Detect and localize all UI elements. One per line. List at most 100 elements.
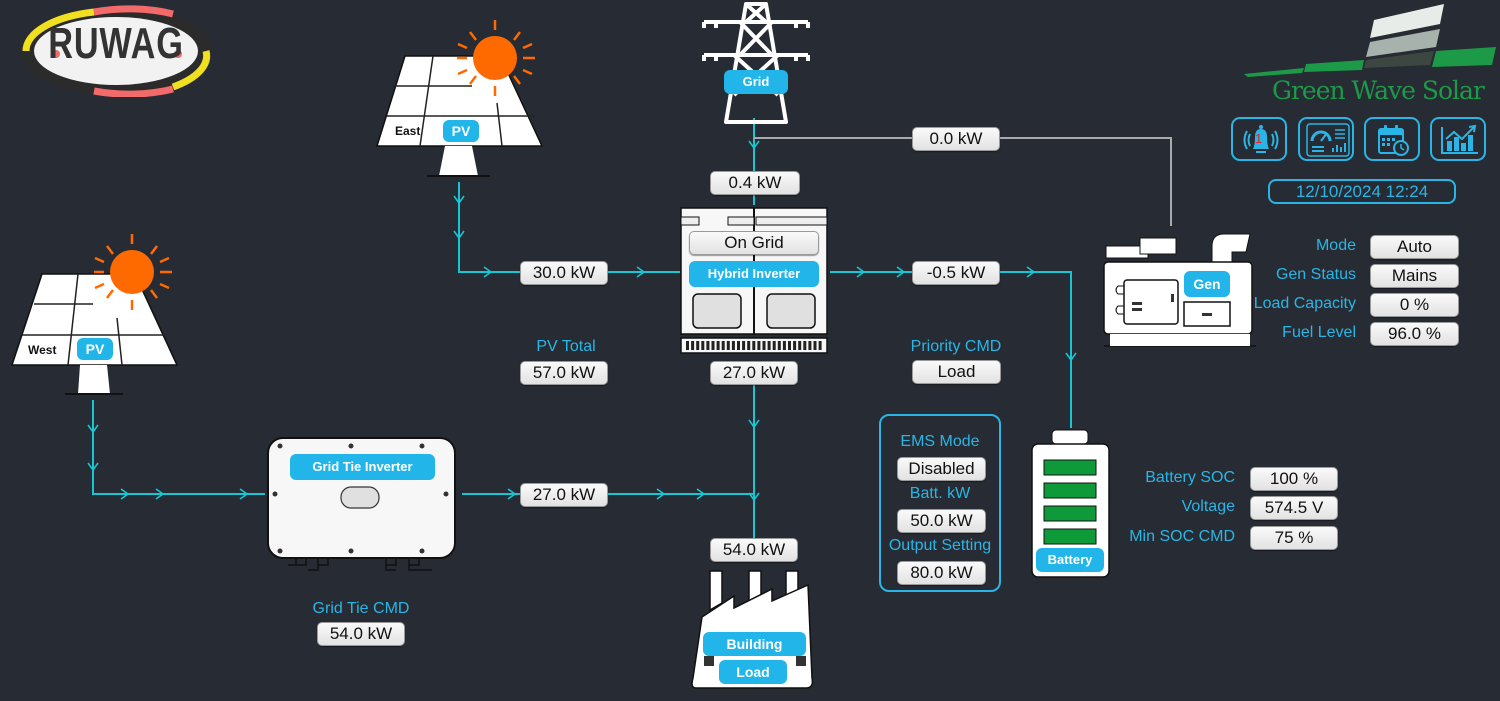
ems-batt-kw-value[interactable]: 50.0 kW xyxy=(897,509,986,533)
flow-arrow xyxy=(856,266,1077,362)
min-soc-cmd-label: Min SOC CMD xyxy=(1129,528,1235,545)
alarm-count: 1 xyxy=(1255,131,1263,146)
sun-icon xyxy=(94,234,172,310)
green-wave-solar-logo: Green Wave Solar xyxy=(1244,2,1496,106)
inverter-vent-slot xyxy=(757,341,761,350)
inverter-vent-slot xyxy=(711,341,715,350)
grid-tie-cmd-label: Grid Tie CMD xyxy=(312,600,410,617)
gen-status-value: Mains xyxy=(1370,264,1459,288)
schedule-button[interactable] xyxy=(1364,117,1420,161)
pv-east-flow-line xyxy=(458,182,680,273)
pv-west-flow-line xyxy=(92,400,265,495)
inverter-vent-slot xyxy=(813,341,817,350)
inverter-output-power-value: 27.0 kW xyxy=(710,361,798,385)
sun-icon xyxy=(457,20,535,96)
battery-voltage-value: 574.5 V xyxy=(1250,496,1338,520)
alarm-button[interactable]: 1 xyxy=(1231,117,1287,161)
grid-power-value: 0.4 kW xyxy=(710,171,800,195)
green-wave-solar-text: Green Wave Solar xyxy=(1272,76,1485,105)
pv-east-side-label: East xyxy=(395,124,421,138)
pv-total-label: PV Total xyxy=(536,338,596,355)
inverter-vent-slot xyxy=(726,341,730,350)
inverter-vent-slot xyxy=(762,341,766,350)
inverter-vent-slot xyxy=(798,341,802,350)
ems-mode-value[interactable]: Disabled xyxy=(897,457,986,481)
battery-tag: Battery xyxy=(1036,548,1104,572)
battery-soc-label: Battery SOC xyxy=(1145,469,1235,486)
ems-output-setting-value[interactable]: 80.0 kW xyxy=(897,561,986,585)
hybrid-inverter[interactable]: On Grid Hybrid Inverter xyxy=(680,207,828,355)
battery-flow-line xyxy=(830,271,1072,428)
battery-cell xyxy=(1043,505,1097,522)
inverter-vent-slot xyxy=(691,341,695,350)
alarm-bell-icon xyxy=(1243,125,1279,153)
gen-mode-label: Mode xyxy=(1315,237,1356,254)
battery[interactable]: Battery xyxy=(1030,428,1112,580)
pv-array-west[interactable]: West PV xyxy=(10,228,190,403)
trends-button[interactable] xyxy=(1430,117,1486,161)
inverter-status-value: On Grid xyxy=(689,231,819,255)
datetime-display: 12/10/2024 12:24 xyxy=(1268,179,1456,204)
grid-tower: Grid xyxy=(696,0,816,125)
flow-arrow xyxy=(87,424,249,500)
gen-status-label: Gen Status xyxy=(1275,266,1356,283)
flow-arrow xyxy=(748,419,760,502)
dashboard-gauge-icon xyxy=(1306,123,1350,157)
ems-panel: EMS Mode Disabled Batt. kW 50.0 kW Outpu… xyxy=(879,414,1001,592)
inverter-vent-slot xyxy=(752,341,756,350)
inverter-vent-slot xyxy=(793,341,797,350)
inverter-vent-slot xyxy=(788,341,791,350)
gen-mode-value[interactable]: Auto xyxy=(1370,235,1459,259)
battery-soc-value: 100 % xyxy=(1250,467,1338,491)
priority-cmd-value[interactable]: Load xyxy=(912,360,1001,384)
ems-batt-kw-label: Batt. kW xyxy=(909,485,971,502)
inverter-vent-slot xyxy=(706,341,710,350)
calendar-clock-icon xyxy=(1378,125,1409,156)
grid-tie-inverter[interactable]: Grid Tie Inverter xyxy=(266,436,458,576)
pv-west-side-label: West xyxy=(28,343,57,357)
inverter-vent-slot xyxy=(731,341,735,350)
min-soc-cmd-value[interactable]: 75 % xyxy=(1250,526,1338,550)
trend-chart-icon xyxy=(1441,124,1478,154)
building-load[interactable]: Building Load xyxy=(688,568,822,692)
inverter-vent-slot xyxy=(716,341,720,350)
inverter-vent-slot xyxy=(803,341,807,350)
grid-tie-power-value: 27.0 kW xyxy=(520,483,608,507)
hybrid-inverter-tag: Hybrid Inverter xyxy=(689,261,819,287)
gen-fuel-level-label: Fuel Level xyxy=(1282,324,1356,341)
grid-tag: Grid xyxy=(724,70,788,94)
ruwag-logo-text: RUWAG xyxy=(48,19,184,68)
battery-cell xyxy=(1043,482,1097,499)
pv-array-east[interactable]: East PV xyxy=(375,8,555,183)
inverter-vent-slot xyxy=(696,341,700,350)
building-tag: Building xyxy=(703,632,806,656)
inverter-vent-slot xyxy=(686,341,689,350)
gen-load-capacity-label: Load Capacity xyxy=(1253,295,1356,312)
battery-cell xyxy=(1043,459,1097,476)
building-load-power-value: 54.0 kW xyxy=(710,538,798,562)
grid-tie-inverter-tag: Grid Tie Inverter xyxy=(290,454,435,480)
ruwag-logo: RUWAG xyxy=(18,5,214,98)
battery-cell xyxy=(1043,528,1097,545)
pv-west-tag: PV xyxy=(77,338,113,360)
ems-mode-label: EMS Mode xyxy=(900,433,980,450)
inverter-vent-slot xyxy=(701,341,705,350)
priority-cmd-label: Priority CMD xyxy=(910,338,1002,355)
grid-flow-arrow xyxy=(748,140,760,150)
generator[interactable]: Gen xyxy=(1100,228,1260,348)
ems-output-setting-label: Output Setting xyxy=(888,537,992,554)
grid-tie-cmd-value[interactable]: 54.0 kW xyxy=(317,622,405,646)
pv-east-tag: PV xyxy=(443,120,479,142)
inverter-vent-slot xyxy=(808,341,812,350)
dashboard-button[interactable] xyxy=(1298,117,1354,161)
inverter-vent-slot xyxy=(777,341,781,350)
flow-arrow xyxy=(453,195,646,278)
generator-link-power-value: 0.0 kW xyxy=(912,127,1000,151)
flow-arrow xyxy=(507,488,706,500)
inverter-vent-slot xyxy=(737,341,740,350)
inverter-vent-slot xyxy=(782,341,786,350)
transmission-tower-icon xyxy=(702,2,810,124)
inverter-vent-slot xyxy=(767,341,771,350)
inverter-vent-slot xyxy=(772,341,776,350)
